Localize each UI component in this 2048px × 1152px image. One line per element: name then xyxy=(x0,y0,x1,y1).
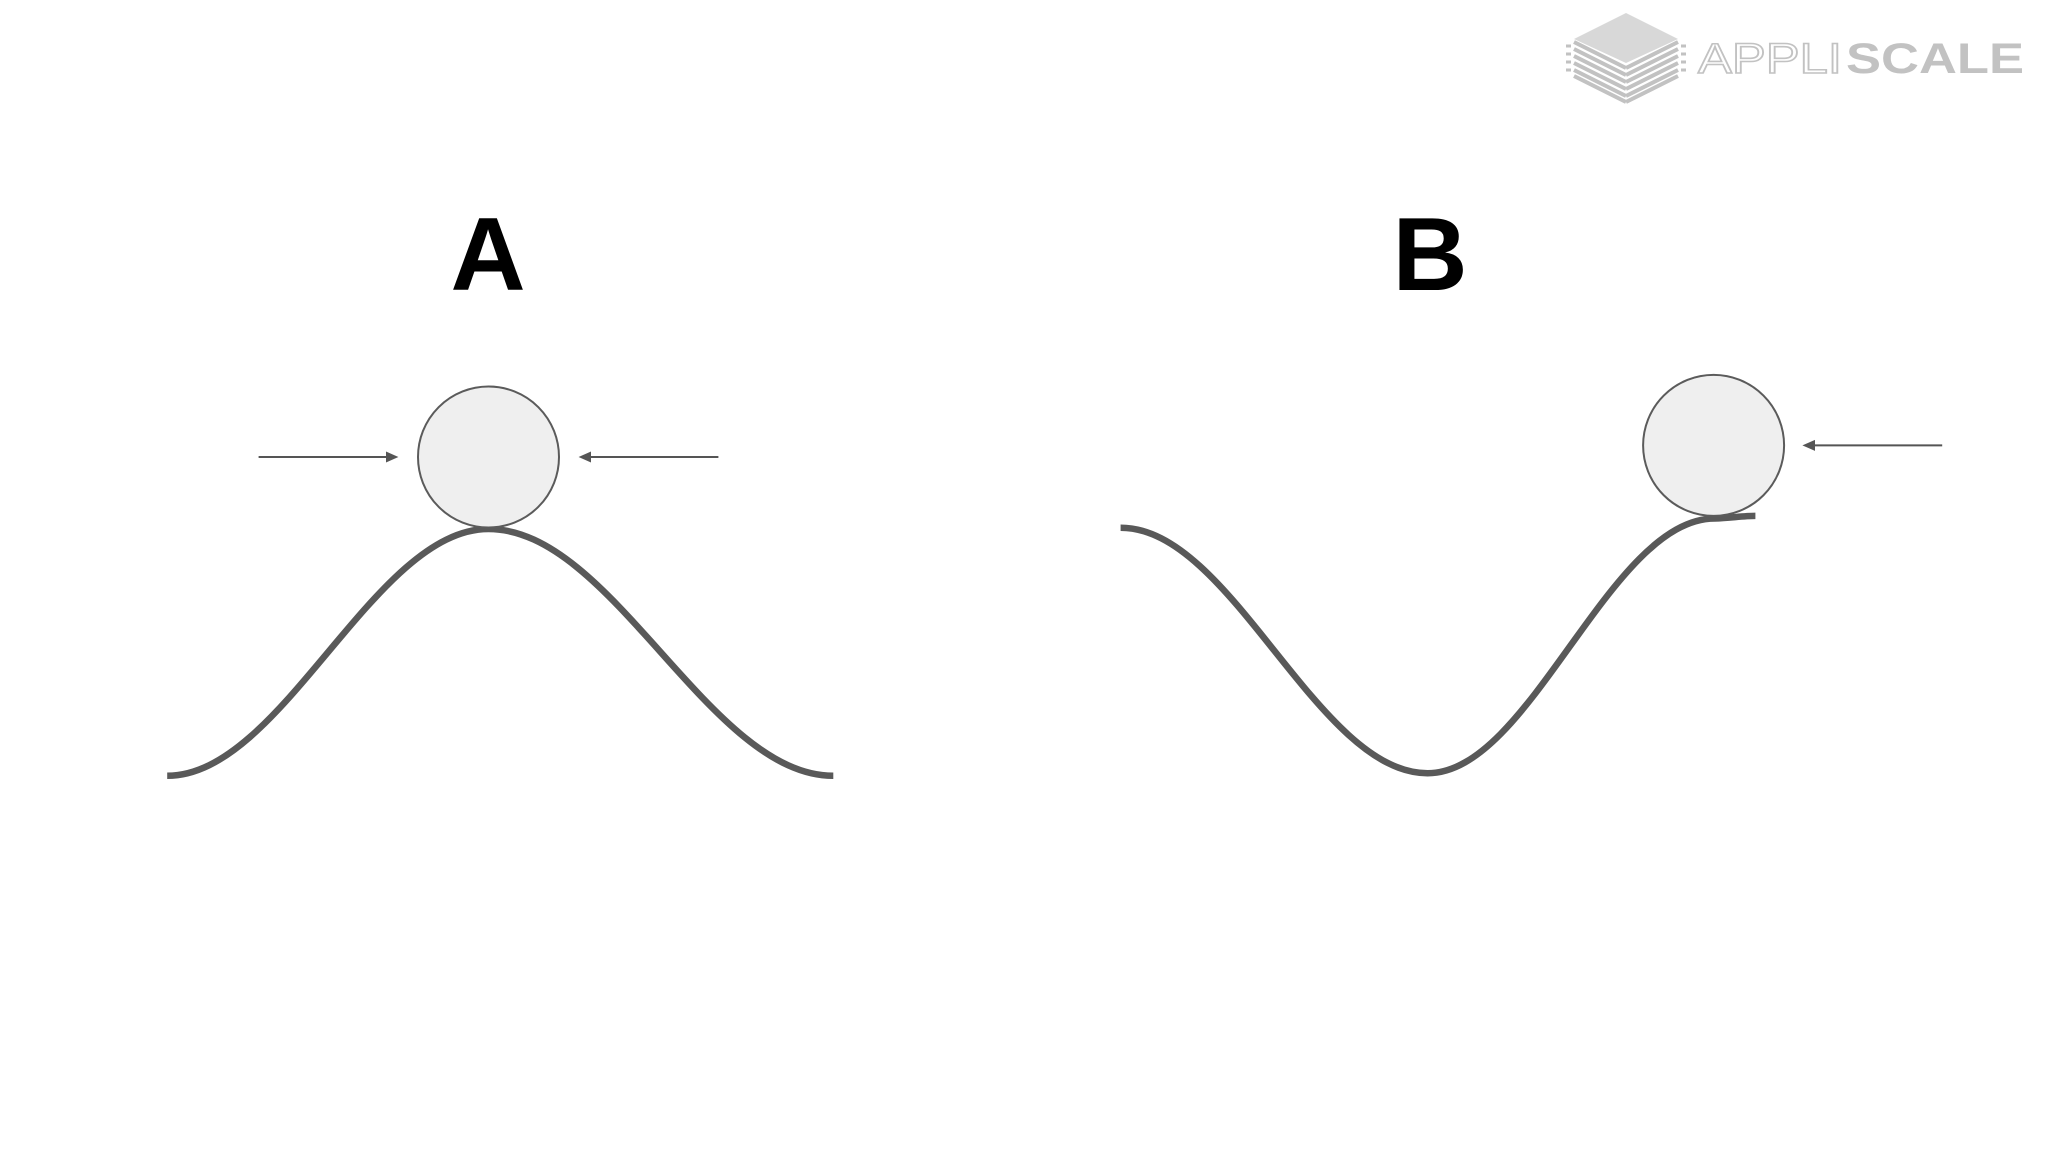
appliscale-logo: APPLI SCALE xyxy=(1566,13,2024,104)
icon-stripe xyxy=(1625,68,1679,98)
icon-speed-lines xyxy=(1566,44,1686,72)
icon-stripe xyxy=(1573,40,1627,70)
icon-stripe xyxy=(1573,47,1627,77)
icon-stripe xyxy=(1573,74,1627,104)
panel-b-label: B xyxy=(1392,197,1467,313)
arrow-head xyxy=(578,451,591,463)
panel-a: A xyxy=(167,197,834,780)
panel-a-left-arrow xyxy=(258,451,399,463)
icon-top-face xyxy=(1574,13,1678,63)
icon-stripe xyxy=(1625,47,1679,77)
panel-b: B xyxy=(1120,197,1943,777)
icon-stripe xyxy=(1573,54,1627,84)
appliscale-hexagon-icon xyxy=(1566,13,1686,104)
arrow-head xyxy=(386,451,399,463)
icon-stripe xyxy=(1625,54,1679,84)
icon-stripe xyxy=(1573,68,1627,98)
panel-a-ball xyxy=(417,385,560,529)
icon-right-face xyxy=(1625,40,1679,104)
panel-b-ball xyxy=(1642,373,1786,517)
panel-b-right-arrow xyxy=(1802,439,1943,451)
icon-left-face xyxy=(1573,40,1627,104)
icon-stripe xyxy=(1625,61,1679,91)
arrow-head xyxy=(1802,439,1815,451)
icon-stripe xyxy=(1573,61,1627,91)
panel-a-right-arrow xyxy=(578,451,719,463)
panel-a-label: A xyxy=(450,197,525,313)
icon-stripe xyxy=(1625,40,1679,70)
panel-a-hill-curve xyxy=(167,525,834,780)
panel-b-valley-curve xyxy=(1120,512,1756,777)
logo-wordmark-appli: APPLI xyxy=(1698,35,1842,83)
icon-stripe xyxy=(1625,74,1679,104)
logo-wordmark-scale: SCALE xyxy=(1846,35,2024,83)
